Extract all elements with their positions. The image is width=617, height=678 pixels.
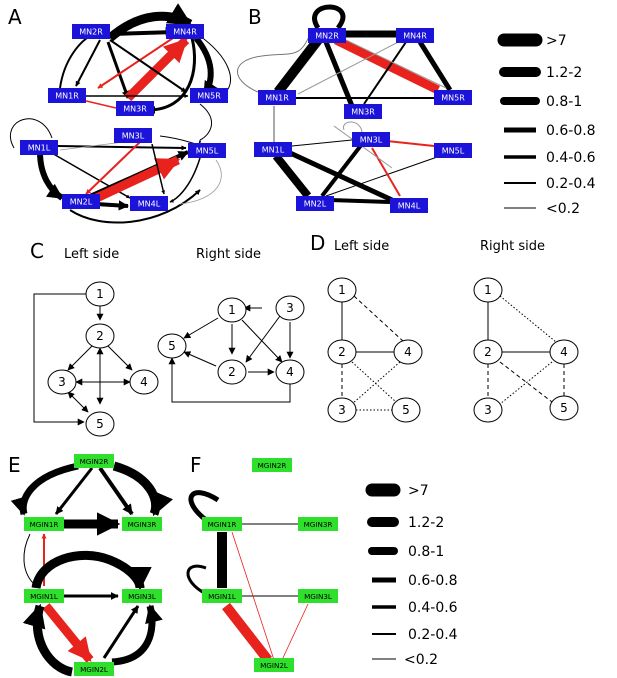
d-left-node-5: 5 xyxy=(402,403,410,417)
node-mgin1r: MGIN1R xyxy=(208,520,237,529)
node-mn1r: MN1R xyxy=(265,94,289,103)
node-mn3l: MN3L xyxy=(122,132,145,141)
legend-top-label-5: 0.4-0.6 xyxy=(546,150,596,166)
legend-bottom-label-1: >7 xyxy=(408,483,429,499)
legend-top-label-4: 0.6-0.8 xyxy=(546,123,596,139)
panel-letter-b: B xyxy=(248,5,262,29)
node-mgin3l: MGIN3L xyxy=(128,592,156,601)
c-right-node-3: 3 xyxy=(286,301,294,315)
legend-top-label-7: <0.2 xyxy=(546,201,580,217)
panel-a-nodes: MN2R MN4R MN1R MN3R MN5R MN3L MN1L MN5L … xyxy=(20,24,228,211)
legend-bottom-label-3: 0.8-1 xyxy=(408,544,444,560)
panel-a-edges xyxy=(9,3,231,224)
node-mn5r: MN5R xyxy=(197,92,221,101)
node-mn2r: MN2R xyxy=(315,32,339,41)
node-mn2l: MN2L xyxy=(304,200,327,209)
node-mn1l: MN1L xyxy=(262,146,285,155)
d-left-node-2: 2 xyxy=(338,345,346,359)
node-mn3r: MN3R xyxy=(351,108,375,117)
node-mn4r: MN4R xyxy=(403,32,427,41)
node-mgin1r: MGIN1R xyxy=(30,520,59,529)
c-left-node-5: 5 xyxy=(96,417,104,431)
legend-top-label-2: 1.2-2 xyxy=(546,65,582,81)
panel-letter-f: F xyxy=(190,453,202,477)
c-left-node-4: 4 xyxy=(140,375,148,389)
legend-top-label-1: >7 xyxy=(546,33,567,49)
node-mn2l: MN2L xyxy=(70,198,93,207)
legend-top-label-6: 0.2-0.4 xyxy=(546,176,596,192)
panel-b-edges xyxy=(237,4,453,204)
node-mn1l: MN1L xyxy=(28,144,51,153)
d-right-node-2: 2 xyxy=(484,345,492,359)
d-left-node-1: 1 xyxy=(338,283,346,297)
node-mn5r: MN5R xyxy=(441,94,465,103)
d-left-node-4: 4 xyxy=(404,345,412,359)
panel-letter-a: A xyxy=(8,5,22,29)
c-right-node-1: 1 xyxy=(228,303,236,317)
c-right-node-2: 2 xyxy=(228,365,236,379)
d-right-node-1: 1 xyxy=(484,283,492,297)
node-mgin1l: MGIN1L xyxy=(208,592,236,601)
d-right-node-5: 5 xyxy=(560,401,568,415)
legend-bottom-label-5: 0.4-0.6 xyxy=(408,600,458,616)
panel-b-nodes: MN2R MN4R MN1R MN3R MN5R MN3L MN1L MN5L … xyxy=(254,28,472,213)
node-mn4l: MN4L xyxy=(398,202,421,211)
panel-a: A xyxy=(8,3,231,224)
c-right-node-5: 5 xyxy=(168,339,176,353)
node-mgin2l: MGIN2L xyxy=(80,665,108,674)
node-mgin3l: MGIN3L xyxy=(304,592,332,601)
panel-c: C Left side Right side xyxy=(30,239,305,437)
side-title-c-right: Right side xyxy=(196,247,261,262)
d-right-node-3: 3 xyxy=(484,403,492,417)
side-title-c-left: Left side xyxy=(64,247,119,262)
node-mgin2r: MGIN2R xyxy=(258,461,287,470)
c-right-node-4: 4 xyxy=(286,365,294,379)
node-mn3l: MN3L xyxy=(360,136,383,145)
d-left-node-3: 3 xyxy=(338,403,346,417)
c-left-node-1: 1 xyxy=(96,287,104,301)
node-mn4l: MN4L xyxy=(138,200,161,209)
legend-bottom-label-2: 1.2-2 xyxy=(408,515,444,531)
c-left-node-2: 2 xyxy=(96,329,104,343)
legend-top: >7 1.2-2 0.8-1 0.6-0.8 0.4-0.6 0.2-0.4 <… xyxy=(497,33,596,217)
panel-e-edges xyxy=(10,461,174,677)
legend-bottom-label-4: 0.6-0.8 xyxy=(408,573,458,589)
panel-e: E MGIN2R MGIN1R MGIN3R MGIN1L xyxy=(8,453,174,677)
node-mn5l: MN5L xyxy=(196,147,219,156)
side-title-d-right: Right side xyxy=(480,239,545,254)
side-title-d-left: Left side xyxy=(334,239,389,254)
node-mn2r: MN2R xyxy=(79,28,103,37)
node-mgin3r: MGIN3R xyxy=(304,520,333,529)
legend-bottom-label-7: <0.2 xyxy=(404,652,438,668)
c-left-node-3: 3 xyxy=(58,375,66,389)
legend-top-label-3: 0.8-1 xyxy=(546,94,582,110)
node-mgin1l: MGIN1L xyxy=(30,592,58,601)
node-mgin2r: MGIN2R xyxy=(80,457,109,466)
legend-bottom: >7 1.2-2 0.8-1 0.6-0.8 0.4-0.6 0.2-0.4 <… xyxy=(365,483,458,668)
node-mn5l: MN5L xyxy=(442,147,465,156)
d-right-node-4: 4 xyxy=(560,345,568,359)
node-mn1r: MN1R xyxy=(55,92,79,101)
node-mgin3r: MGIN3R xyxy=(128,520,157,529)
panel-d: D Left side Right side xyxy=(310,231,579,423)
panel-f: F MGIN2R MGIN1R MGIN3R MGIN1L MGIN3L MGI… xyxy=(186,453,338,672)
panel-letter-c: C xyxy=(30,239,44,263)
node-mn4r: MN4R xyxy=(173,28,197,37)
panel-b: B MN2R xyxy=(237,4,472,213)
panel-letter-d: D xyxy=(310,231,325,255)
panel-e-nodes: MGIN2R MGIN1R MGIN3R MGIN1L MGIN3L MGIN2… xyxy=(24,454,162,676)
legend-bottom-label-6: 0.2-0.4 xyxy=(408,627,458,643)
node-mgin2l: MGIN2L xyxy=(260,661,288,670)
panel-f-nodes: MGIN2R MGIN1R MGIN3R MGIN1L MGIN3L MGIN2… xyxy=(202,458,338,672)
panel-letter-e: E xyxy=(8,453,21,477)
panel-f-edges xyxy=(186,490,309,664)
node-mn3r: MN3R xyxy=(123,105,147,114)
